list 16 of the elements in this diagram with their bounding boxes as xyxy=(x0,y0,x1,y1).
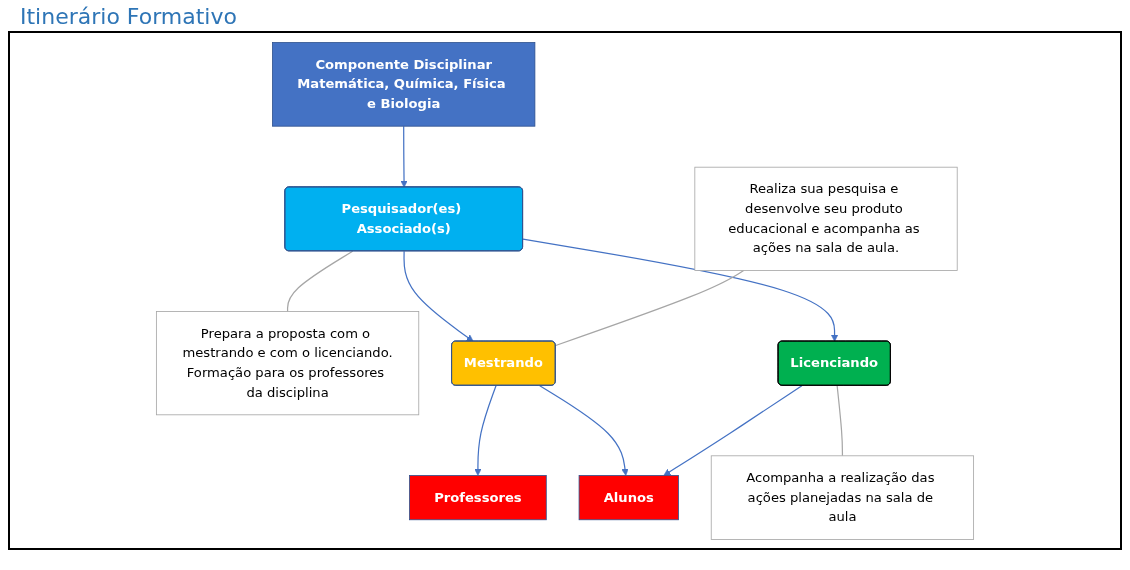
connector xyxy=(836,384,844,456)
diagram-title: Itinerário Formativo xyxy=(20,4,238,29)
connector xyxy=(286,250,354,312)
node-box: Professores xyxy=(409,474,547,520)
arrow xyxy=(663,384,803,476)
arrow xyxy=(474,384,497,476)
arrow xyxy=(522,238,839,342)
node-box: Prepara a proposta com o mestrando e com o licenciando. Formação para os professores da disciplina xyxy=(156,310,420,415)
connector xyxy=(555,269,745,346)
arrow xyxy=(539,384,629,476)
arrow xyxy=(400,125,408,188)
node-box: Realiza sua pesquisa e desenvolve seu produto educacional e acompanha as ações na sala de aula. xyxy=(694,166,958,271)
node-box: Componente Disciplinar Matemática, Química, Física e Biologia xyxy=(272,41,536,127)
node-box: Acompanha a realização das ações planejadas na sala de aula xyxy=(710,454,974,540)
node-box: Alunos xyxy=(578,474,679,520)
arrow xyxy=(403,250,474,342)
